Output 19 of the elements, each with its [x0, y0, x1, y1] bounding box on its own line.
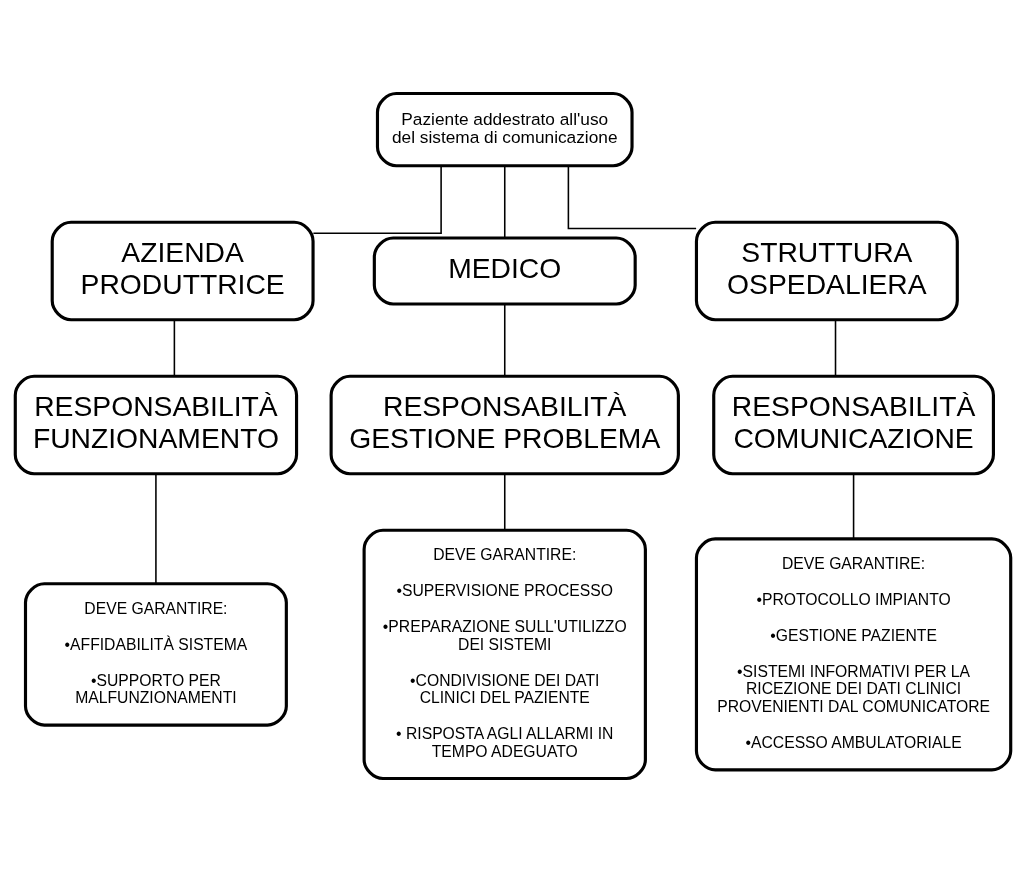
- node-box: DEVE GARANTIRE: •SUPERVISIONE PROCESSO •PREPARAZIONE SULL'UTILIZZO DEI SISTEMI •CONDIVISIONE DEI DATI CLINICI DEL PAZIENTE • RISPOSTA AGLI ALLARMI IN TEMPO ADEGUATO: [362, 528, 647, 781]
- node-box: RESPONSABILITÀ COMUNICAZIONE: [711, 374, 995, 476]
- connector: [503, 165, 506, 239]
- node-box: MEDICO: [372, 236, 637, 306]
- node-box: RESPONSABILITÀ GESTIONE PROBLEMA: [329, 374, 680, 476]
- connector: [834, 318, 836, 377]
- connector: [852, 473, 854, 540]
- node-box: DEVE GARANTIRE: •PROTOCOLLO IMPIANTO •GESTIONE PAZIENTE •SISTEMI INFORMATIVI PER LA RICEZIONE DEI DATI CLINICI PROVENIENTI DAL COMUNICATORE •ACCESSO AMBULATORIALE: [694, 537, 1012, 772]
- node-box: RESPONSABILITÀ FUNZIONAMENTO: [13, 374, 298, 476]
- node-box: DEVE GARANTIRE: •AFFIDABILITÀ SISTEMA •SUPPORTO PER MALFUNZIONAMENTI: [23, 582, 288, 727]
- connector: [173, 318, 175, 377]
- connector: [154, 473, 157, 585]
- connector: [567, 165, 697, 230]
- node-box: Paziente addestrato all'uso del sistema di comunicazione: [375, 91, 634, 168]
- connector: [503, 303, 506, 377]
- connector: [503, 473, 506, 531]
- connector: [312, 165, 442, 235]
- node-box: STRUTTURA OSPEDALIERA: [694, 220, 959, 322]
- node-box: AZIENDA PRODUTTRICE: [50, 220, 315, 322]
